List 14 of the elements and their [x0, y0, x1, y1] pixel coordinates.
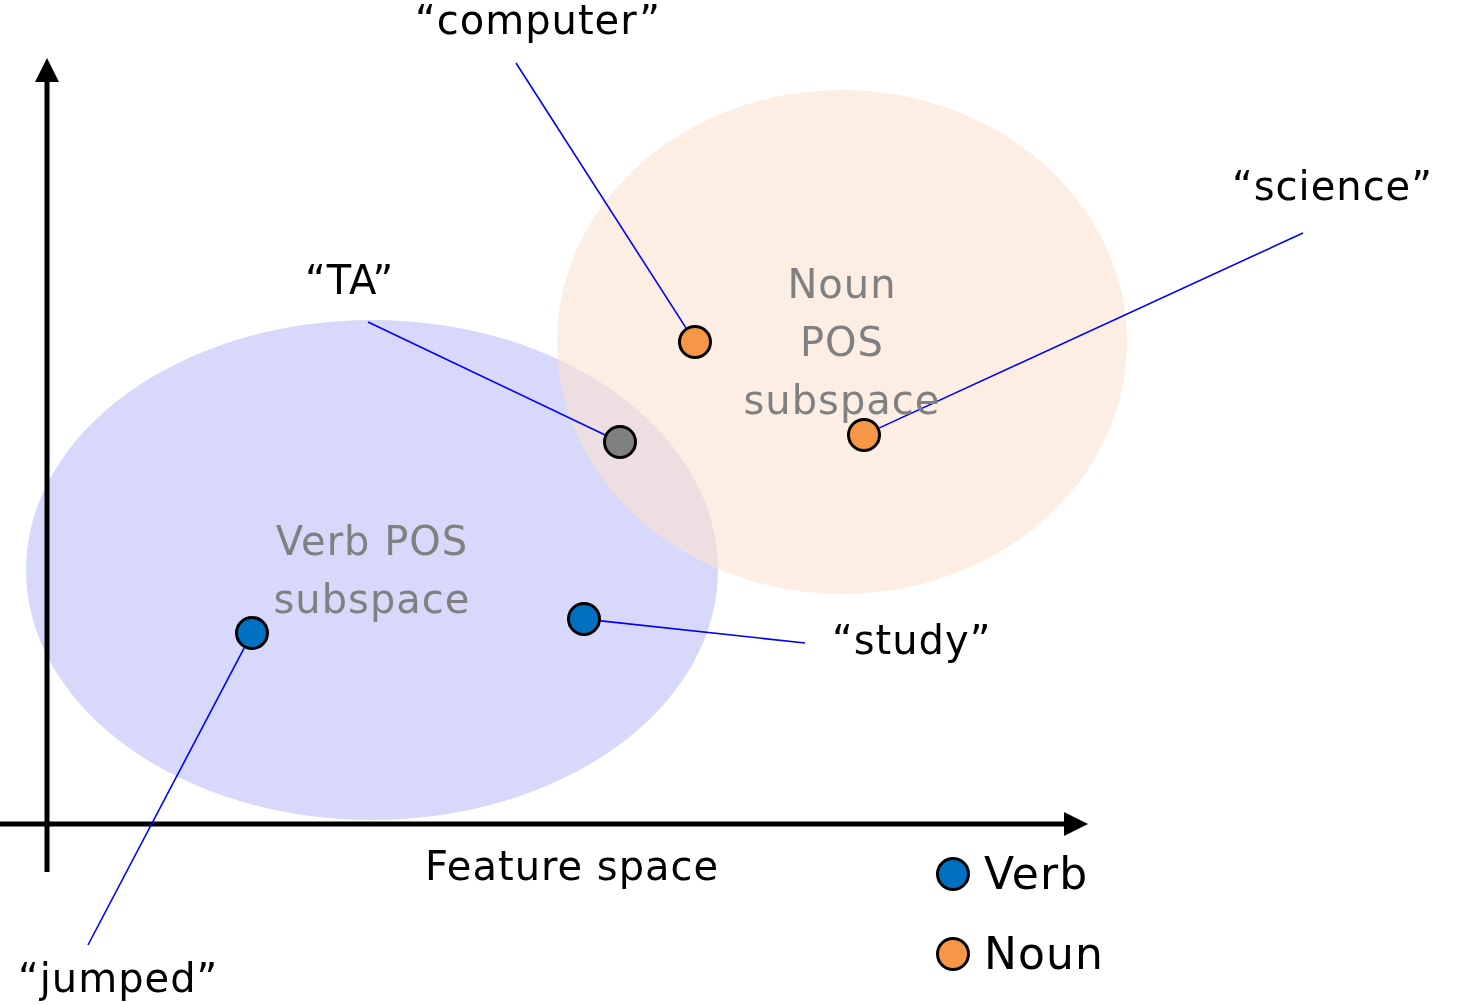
subspace-label: Verb POS subspace: [272, 517, 472, 624]
legend-label: Noun: [984, 932, 1104, 976]
word-point: [678, 325, 712, 359]
leader-line: [515, 62, 687, 329]
subspace-label: Noun POS subspace: [742, 260, 942, 425]
word-point: [567, 602, 601, 636]
word-label: “science”: [1232, 166, 1433, 206]
word-label: “TA”: [305, 260, 395, 300]
leader-line: [367, 321, 606, 436]
leader-line: [87, 647, 245, 946]
leader-line: [878, 232, 1304, 429]
leader-line: [600, 620, 806, 644]
legend-label: Verb: [984, 852, 1089, 896]
word-point: [235, 616, 269, 650]
